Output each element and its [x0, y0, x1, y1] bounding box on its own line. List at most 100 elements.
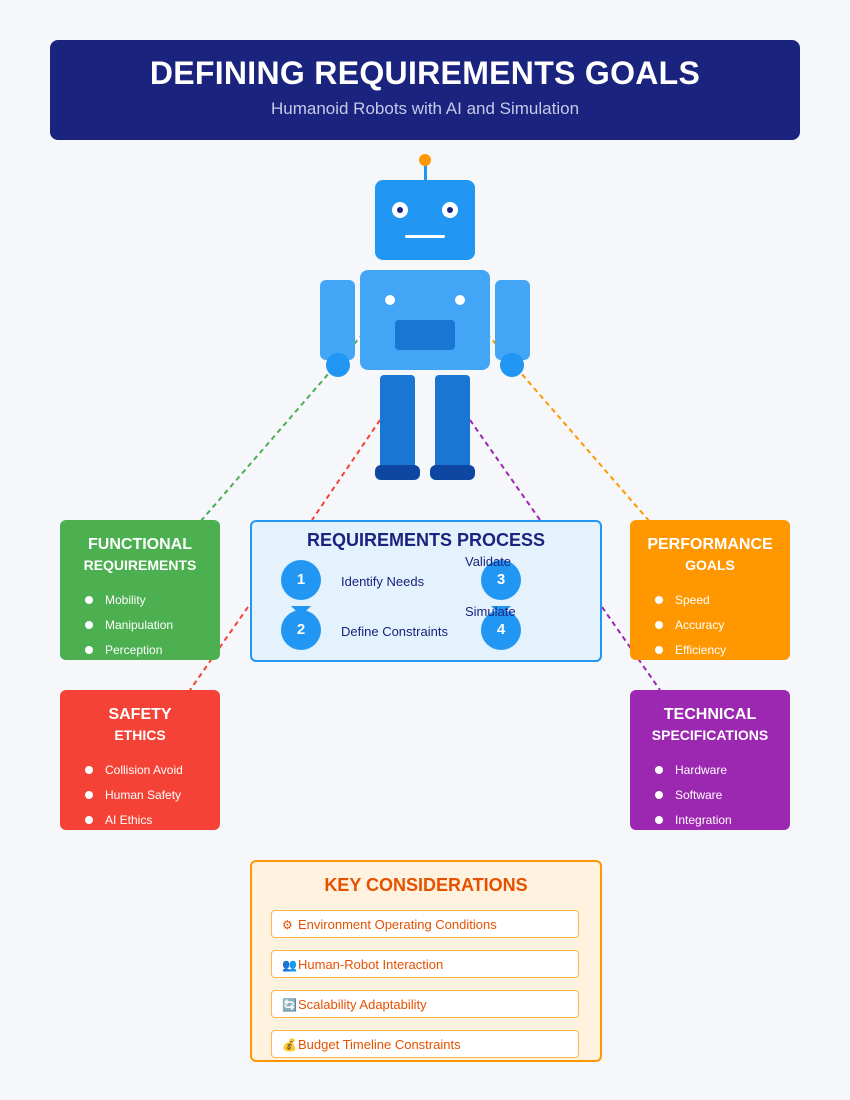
robot-hand-left [326, 353, 350, 377]
card-subtitle: ETHICS [114, 727, 166, 743]
list-item: Accuracy [655, 617, 726, 642]
list-item-label: Collision Avoid [105, 763, 183, 777]
requirements-process-panel: REQUIREMENTS PROCESS 1 Identify Needs 2 … [250, 520, 602, 662]
robot-chest-panel [395, 320, 455, 350]
process-title: REQUIREMENTS PROCESS [306, 530, 546, 550]
robot-antenna-stem [424, 162, 427, 182]
step-number-1: 1 [281, 560, 321, 600]
bullet-icon [85, 646, 93, 654]
people-icon: 👥 [282, 958, 297, 972]
connector-process-left [311, 419, 381, 521]
list-item: Integration [655, 812, 732, 837]
list-item-label: Integration [675, 813, 732, 827]
card-item-list: Collision Avoid Human Safety AI Ethics [85, 762, 183, 837]
step-number-4: 4 [481, 610, 521, 650]
list-item-label: Human Safety [105, 788, 182, 802]
page-title: DEFINING REQUIREMENTS GOALS [149, 55, 701, 91]
list-item-label: Perception [105, 643, 163, 657]
list-item: Speed [655, 592, 726, 617]
list-item: Perception [85, 642, 173, 667]
card-subtitle: GOALS [685, 557, 735, 573]
robot-head [375, 180, 475, 260]
consideration-item: ⚙ Environment Operating Conditions [271, 910, 579, 938]
gear-icon: ⚙ [282, 918, 293, 932]
list-item-label: Software [675, 788, 723, 802]
step-label-4: Simulate [465, 604, 516, 619]
robot-shoulder-light-right [455, 295, 465, 305]
robot-arm-left [320, 280, 355, 360]
bullet-icon [85, 791, 93, 799]
robot-eye-right [442, 202, 458, 218]
bullet-icon [655, 766, 663, 774]
card-title: SAFETY [108, 706, 172, 723]
card-subtitle: REQUIREMENTS [83, 557, 197, 573]
list-item: Collision Avoid [85, 762, 183, 787]
page-subtitle: Humanoid Robots with AI and Simulation [270, 99, 580, 118]
consideration-item: 👥Human-Robot Interaction [271, 950, 579, 978]
card-title: TECHNICAL [663, 706, 757, 723]
functional-requirements-card: FUNCTIONAL REQUIREMENTS Mobility Manipul… [60, 520, 220, 660]
consideration-label: Human-Robot Interaction [298, 957, 444, 972]
header-banner: DEFINING REQUIREMENTS GOALS Humanoid Rob… [50, 40, 800, 140]
list-item: Manipulation [85, 617, 173, 642]
robot-hand-right [500, 353, 524, 377]
list-item-label: Hardware [675, 763, 728, 777]
robot-shoulder-light-left [385, 295, 395, 305]
robot-foot-right [430, 465, 475, 480]
robot-pupil-right [447, 207, 453, 213]
consideration-label: Environment Operating Conditions [298, 917, 497, 932]
list-item-label: Mobility [105, 593, 146, 607]
robot-antenna-tip [419, 154, 431, 166]
connector-safety [189, 606, 249, 691]
list-item-label: Manipulation [105, 618, 174, 632]
step-label-3: Validate [465, 554, 512, 569]
list-item: AI Ethics [85, 812, 183, 837]
robot-foot-left [375, 465, 420, 480]
list-item-label: AI Ethics [105, 813, 153, 827]
robot-mouth [405, 235, 445, 238]
card-title: FUNCTIONAL [88, 536, 192, 553]
card-item-list: Hardware Software Integration [655, 762, 732, 837]
key-considerations-title: KEY CONSIDERATIONS [324, 875, 528, 895]
step-number-2: 2 [281, 610, 321, 650]
key-considerations-panel: KEY CONSIDERATIONS ⚙ Environment Operatin… [250, 860, 602, 1062]
card-title: PERFORMANCE [647, 536, 773, 553]
robot-leg-left [380, 375, 415, 470]
list-item-label: Accuracy [675, 618, 725, 632]
list-item-label: Efficiency [675, 643, 727, 657]
bullet-icon [85, 816, 93, 824]
connector-technical [601, 606, 661, 691]
connector-process-right [469, 419, 541, 521]
money-bag-icon: 💰 [282, 1038, 297, 1052]
bullet-icon [85, 596, 93, 604]
consideration-item: 🔄Scalability Adaptability [271, 990, 579, 1018]
robot-torso [360, 270, 490, 370]
robot-eye-left [392, 202, 408, 218]
refresh-icon: 🔄 [282, 998, 297, 1012]
bullet-icon [85, 766, 93, 774]
bullet-icon [655, 596, 663, 604]
list-item: Software [655, 787, 732, 812]
card-item-list: Speed Accuracy Efficiency [655, 592, 726, 667]
consideration-label: Scalability Adaptability [298, 997, 427, 1012]
list-item: Hardware [655, 762, 732, 787]
performance-goals-card: PERFORMANCE GOALS Speed Accuracy Efficie… [630, 520, 790, 660]
robot-leg-right [435, 375, 470, 470]
bullet-icon [655, 621, 663, 629]
bullet-icon [655, 791, 663, 799]
list-item: Human Safety [85, 787, 183, 812]
step-number-3: 3 [481, 560, 521, 600]
card-item-list: Mobility Manipulation Perception [85, 592, 173, 667]
list-item-label: Speed [675, 593, 710, 607]
robot-pupil-left [397, 207, 403, 213]
robot-arm-right [495, 280, 530, 360]
list-item: Mobility [85, 592, 173, 617]
step-label-2: Define Constraints [341, 624, 448, 639]
safety-ethics-card: SAFETY ETHICS Collision Avoid Human Safe… [60, 690, 220, 830]
list-item: Efficiency [655, 642, 726, 667]
bullet-icon [655, 646, 663, 654]
bullet-icon [85, 621, 93, 629]
card-subtitle: SPECIFICATIONS [651, 727, 769, 743]
consideration-label: Budget Timeline Constraints [298, 1037, 461, 1052]
